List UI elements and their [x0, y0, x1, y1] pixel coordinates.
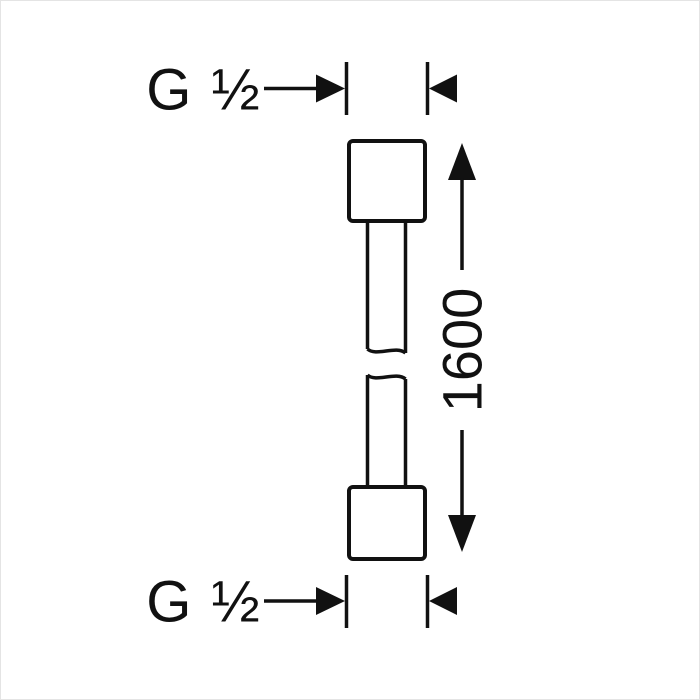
- bottom-thread-label: G ½: [146, 570, 262, 635]
- hose-break-upper: [366, 347, 407, 355]
- top-width-dimension: [264, 62, 457, 115]
- length-dimension-label: 1600: [431, 288, 494, 413]
- hose-break-lower: [366, 373, 407, 381]
- top-arrowhead-left-icon: [429, 74, 457, 103]
- length-arrowhead-up-icon: [448, 143, 476, 180]
- bottom-width-dimension: [264, 575, 457, 628]
- length-dimension: 1600: [431, 143, 494, 552]
- top-thread-label: G ½: [146, 58, 262, 123]
- bottom-arrowhead-right-icon: [316, 587, 345, 615]
- hose-bottom-fitting: [347, 485, 427, 561]
- top-arrowhead-right-icon: [316, 74, 345, 103]
- dimension-text-mask: [432, 270, 492, 430]
- hose-outline: [347, 139, 427, 561]
- length-arrowhead-down-icon: [448, 515, 476, 552]
- hose-top-fitting: [347, 139, 427, 223]
- bottom-arrowhead-left-icon: [429, 587, 457, 615]
